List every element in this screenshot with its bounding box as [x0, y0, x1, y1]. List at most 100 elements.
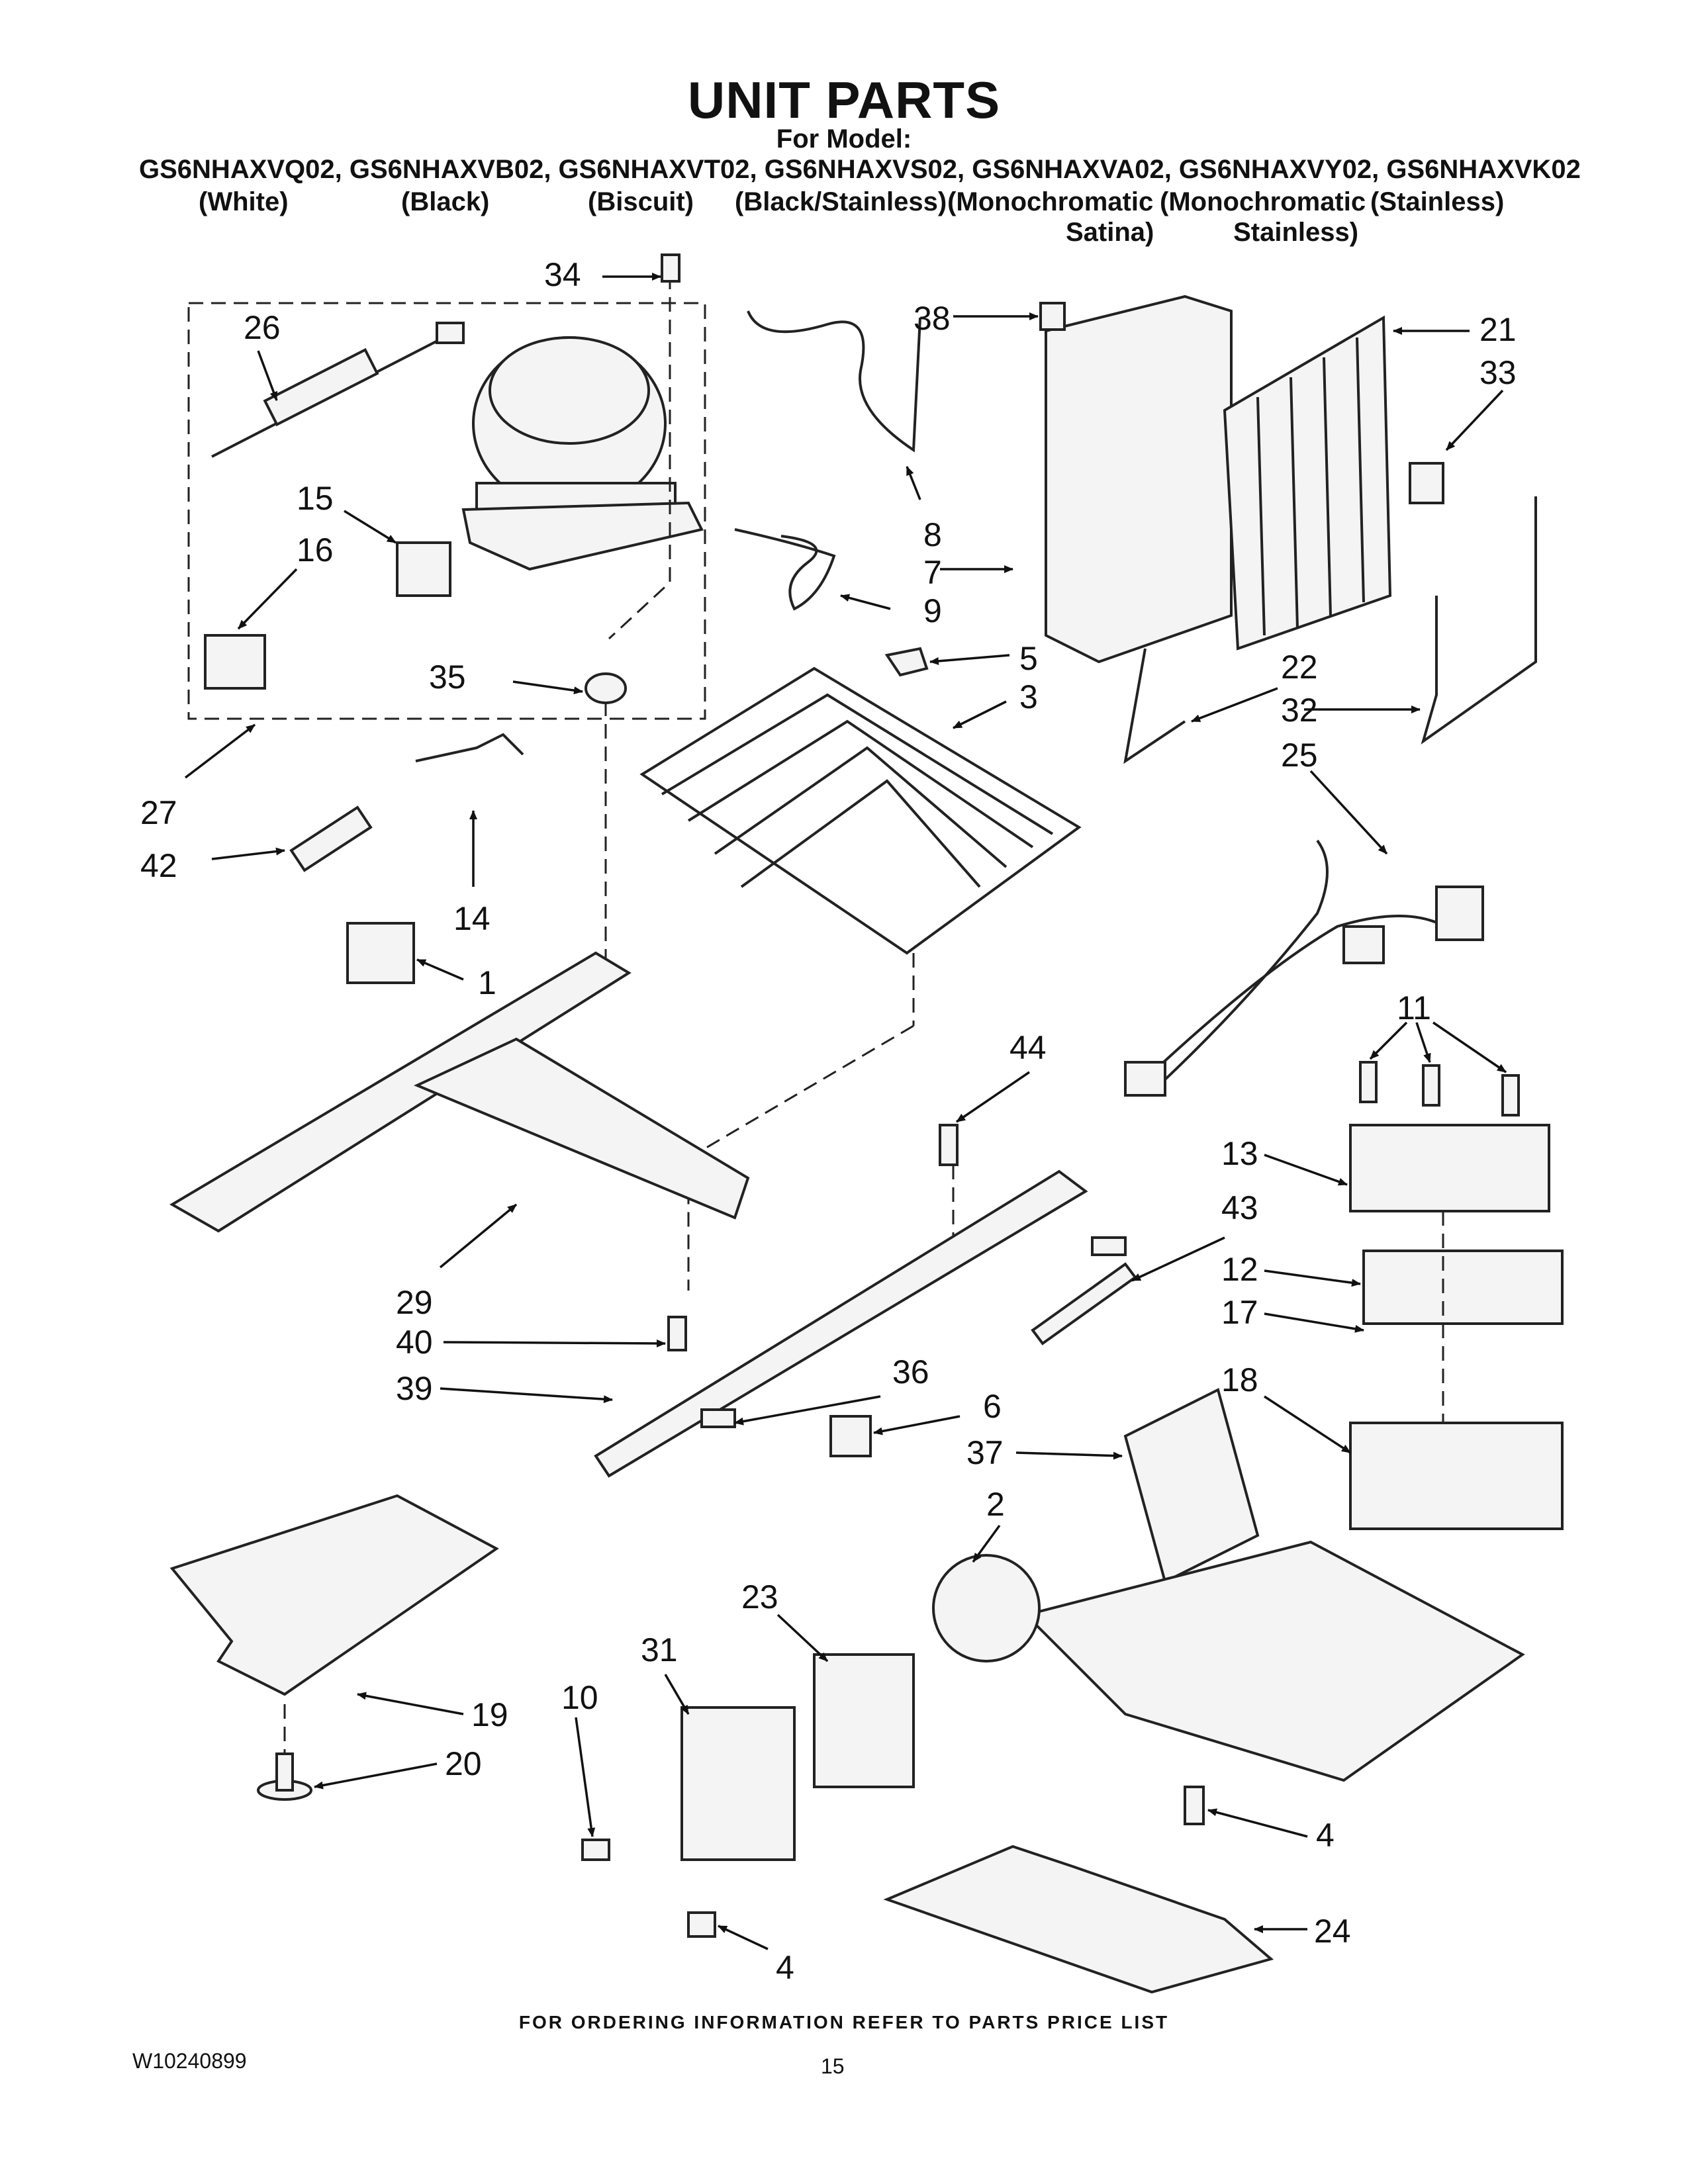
- screw-11a: [1359, 1061, 1378, 1103]
- clip-33: [1409, 462, 1444, 504]
- condenser-coil: [1223, 315, 1392, 651]
- document-number: W10240899: [132, 2049, 247, 2073]
- suction-tube: [734, 528, 836, 611]
- start-relay: [204, 634, 266, 690]
- condenser-shroud: [1045, 295, 1233, 664]
- callout-4-bottom: 4: [776, 1949, 794, 1986]
- cross-rail-29: [414, 1037, 750, 1220]
- callout-10: 10: [561, 1679, 598, 1716]
- screw-40: [667, 1316, 687, 1351]
- fan-blade: [932, 1554, 1041, 1662]
- screw-44: [939, 1124, 959, 1166]
- control-cover: [1349, 1124, 1550, 1212]
- callout-25: 25: [1281, 737, 1318, 774]
- callout-7: 7: [923, 554, 942, 591]
- callout-38: 38: [914, 300, 951, 337]
- callout-27: 27: [140, 794, 177, 831]
- callout-39: 39: [396, 1370, 433, 1407]
- callout-15: 15: [297, 480, 334, 517]
- callout-4-right: 4: [1316, 1817, 1335, 1854]
- machine-compartment-base: [1023, 1540, 1525, 1782]
- callout-21: 21: [1479, 311, 1517, 348]
- ordering-note: FOR ORDERING INFORMATION REFER TO PARTS …: [518, 2012, 1170, 2032]
- callout-13: 13: [1221, 1135, 1258, 1172]
- fan-shroud: [1123, 1388, 1260, 1584]
- sleeve: [289, 805, 373, 872]
- variant-stainless: (Stainless): [1370, 187, 1505, 216]
- screw-10: [581, 1839, 610, 1861]
- wire-retainer: [1123, 648, 1186, 764]
- compressor: [461, 336, 704, 571]
- clip-38: [1039, 302, 1066, 331]
- callout-36: 36: [892, 1353, 929, 1390]
- wire-harness: [1124, 839, 1484, 1097]
- screw-4-lower: [687, 1911, 716, 1938]
- variant-white: (White): [199, 187, 289, 216]
- grommet: [585, 672, 627, 704]
- callout-42: 42: [140, 847, 177, 884]
- callout-5: 5: [1019, 640, 1038, 677]
- callout-33: 33: [1479, 354, 1517, 391]
- cable-tie: [1031, 1262, 1137, 1345]
- callout-17: 17: [1221, 1294, 1258, 1331]
- callout-23: 23: [741, 1578, 778, 1615]
- callout-20: 20: [445, 1745, 482, 1782]
- drain-pan: [883, 1844, 1274, 1994]
- callout-1: 1: [478, 964, 496, 1001]
- callout-16: 16: [297, 531, 334, 569]
- callout-24: 24: [1314, 1913, 1351, 1950]
- page-title: UNIT PARTS: [687, 71, 1001, 129]
- control-board: [1362, 1250, 1564, 1325]
- variant-black: (Black): [401, 187, 490, 216]
- leader-lines: [184, 273, 1507, 1950]
- defrost-coil: [639, 666, 1082, 955]
- variant-black-stainless: (Black/Stainless): [735, 187, 947, 216]
- callout-18: 18: [1221, 1361, 1258, 1398]
- rear-rail-39: [594, 1169, 1088, 1478]
- wire-clip: [415, 733, 524, 762]
- callout-34: 34: [544, 256, 581, 293]
- screw-36: [700, 1408, 736, 1428]
- mounting-bolt: [661, 253, 680, 283]
- callout-29: 29: [396, 1284, 433, 1321]
- model-list: GS6NHAXVQ02, GS6NHAXVB02, GS6NHAXVT02, G…: [139, 155, 1581, 184]
- callout-32: 32: [1281, 692, 1318, 729]
- drier-tube: [1421, 496, 1537, 745]
- callout-26: 26: [244, 309, 281, 346]
- screw-4-upper: [1184, 1786, 1205, 1825]
- discharge-tube: [747, 310, 921, 453]
- motor-bracket: [680, 1706, 796, 1861]
- screw-11c: [1501, 1074, 1520, 1116]
- screw-11b: [1422, 1064, 1440, 1107]
- callout-31: 31: [641, 1631, 678, 1668]
- screw-43: [1091, 1236, 1127, 1256]
- page-number: 15: [821, 2054, 845, 2078]
- clip-5: [884, 647, 929, 677]
- callout-12: 12: [1221, 1251, 1258, 1288]
- callout-37: 37: [966, 1434, 1004, 1471]
- callout-8: 8: [923, 516, 942, 553]
- front-rail: [169, 951, 632, 1233]
- filter-drier: [211, 322, 465, 458]
- callout-44: 44: [1009, 1029, 1047, 1066]
- callout-11: 11: [1397, 989, 1431, 1026]
- overload-protector: [396, 541, 451, 597]
- callout-9: 9: [923, 592, 942, 629]
- variant-biscuit: (Biscuit): [588, 187, 694, 216]
- callout-22: 22: [1281, 649, 1318, 686]
- plug: [829, 1415, 872, 1457]
- callout-3: 3: [1019, 678, 1038, 715]
- compressor-kit-outline: [187, 302, 706, 720]
- callout-2: 2: [986, 1486, 1005, 1523]
- callout-19: 19: [471, 1696, 508, 1733]
- gasket-pad: [346, 922, 415, 984]
- access-cover: [169, 1494, 499, 1696]
- callout-43: 43: [1221, 1189, 1258, 1226]
- callout-6: 6: [983, 1388, 1002, 1425]
- for-model-label: For Model:: [776, 124, 912, 154]
- fan-motor: [813, 1653, 915, 1788]
- control-housing: [1349, 1422, 1564, 1530]
